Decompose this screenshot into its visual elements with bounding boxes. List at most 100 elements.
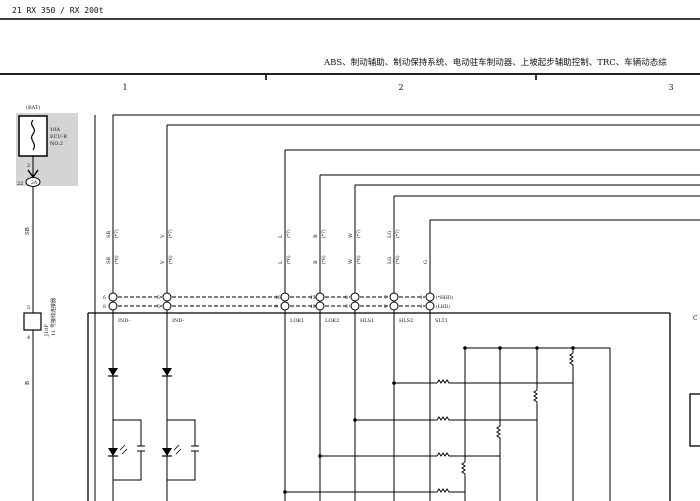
net-node-0: [392, 381, 396, 385]
fuse-pin-a: 2: [27, 163, 30, 169]
fuse-icon: [30, 119, 36, 151]
pin-num-a-1: 5: [157, 295, 160, 301]
junction-pin-bottom: 4: [27, 335, 30, 341]
connector-label-row2: (LHD): [436, 303, 450, 310]
terminal-label-4: HLS1: [360, 318, 374, 324]
pin-row2-4: [350, 301, 360, 311]
pin-num-b-4: 3: [345, 304, 348, 310]
zone-label-2: 2: [398, 83, 403, 92]
junction-name: 11 号接线连接器: [50, 298, 57, 336]
pin-num-b-1: 5: [157, 304, 160, 310]
wire-color-a-1: V: [160, 234, 166, 239]
pin-num-a-5: 7: [384, 295, 387, 301]
net-node-3: [283, 490, 287, 494]
wire-color-b-2: L: [278, 260, 284, 264]
terminal-label-2: LOK1: [290, 318, 304, 324]
wire-tag-a-4: (*7): [355, 229, 362, 238]
right-edge-label: C: [693, 315, 698, 322]
wire-color-b-3: B: [313, 260, 319, 264]
connector-label-row1: (*HHD): [436, 294, 453, 301]
wire-tag-b-4: (*6): [355, 255, 362, 264]
pin-row1-1: [162, 292, 172, 302]
diode-1: [162, 368, 172, 376]
wire-color-a-0: SB: [106, 231, 112, 238]
fuse-number: NO.2: [50, 141, 63, 147]
pin-num-b-2: 9: [275, 304, 278, 310]
pin-row1-6: [425, 292, 435, 302]
pin-row2-3: [315, 301, 325, 311]
fuse-pin-c: 2A: [31, 180, 38, 186]
led-1-rays: [173, 444, 182, 455]
pin-row1-2: [280, 292, 290, 302]
wire-tag-b-0: (*6): [113, 255, 120, 264]
wire-tag-a-5: (*7): [394, 229, 401, 238]
wire-tag-a-1: (*7): [167, 229, 174, 238]
wire-tag-b-3: (*6): [320, 255, 327, 264]
resistor-v-0: [461, 461, 466, 476]
pin-row1-0: [108, 292, 118, 302]
wire-color-b-5: LG: [387, 257, 393, 264]
wire-tag-a-0: (*7): [113, 229, 120, 238]
left-wire-color-bottom: B: [25, 381, 31, 385]
terminal-label-0: IND-: [118, 318, 130, 324]
wire-tag-b-1: (*6): [167, 255, 174, 264]
left-wire-color-top: SB: [25, 227, 31, 235]
wire-tag-b-5: (*6): [394, 255, 401, 264]
resistor-h-1: [436, 416, 451, 421]
pin-num-a-3: 15: [310, 295, 316, 301]
pin-row2-0: [108, 301, 118, 311]
capacitor-0: [113, 419, 145, 481]
led-0-rays: [119, 444, 128, 455]
fuse-name: ECU-B: [50, 134, 67, 140]
pin-num-b-5: 2: [384, 304, 387, 310]
fuse-amp: 10A: [50, 127, 60, 133]
terminal-label-6: SLT1: [435, 318, 448, 324]
terminal-label-1: IND-: [172, 318, 184, 324]
pin-row1-3: [315, 292, 325, 302]
wire-group: SB(*7)SB(*6)68IND-V(*7)V(*6)55IND-L(*7)L…: [94, 114, 700, 501]
model-header: 21 RX 350 / RX 200t: [12, 6, 104, 15]
zone-label-3: 3: [668, 83, 673, 92]
pin-row2-5: [389, 301, 399, 311]
junction-connector: [23, 312, 42, 331]
pin-row2-6: [425, 301, 435, 311]
resistor-h-0: [436, 379, 451, 384]
resistor-v-1: [496, 425, 501, 440]
net-node-2: [318, 454, 322, 458]
wire-color-b-4: W: [348, 258, 354, 264]
wire-color-b-6: G: [423, 260, 429, 264]
pin-row1-4: [350, 292, 360, 302]
pin-num-b-0: 8: [103, 304, 106, 310]
pin-num-a-6: 1: [420, 295, 423, 301]
pin-num-b-3: 10: [310, 304, 316, 310]
pin-num-a-4: 8: [345, 295, 348, 301]
net-node-1: [353, 418, 357, 422]
terminal-label-3: LOK2: [325, 318, 339, 324]
junction-code: J10P: [44, 324, 50, 337]
resistor-h-2: [436, 452, 451, 457]
pin-row2-1: [162, 301, 172, 311]
pin-num-a-2: 16: [275, 295, 281, 301]
led-0: [108, 448, 118, 456]
junction-pin-top: 5: [27, 305, 30, 311]
pin-row2-2: [280, 301, 290, 311]
wire-color-a-2: L: [278, 234, 284, 238]
wire-color-b-1: V: [160, 260, 166, 265]
terminal-label-5: HLS2: [399, 318, 413, 324]
wire-tag-a-2: (*7): [285, 229, 292, 238]
wire-color-a-3: B: [313, 234, 319, 238]
wire-color-a-5: LG: [387, 231, 393, 238]
fuse-bat-label: (BAT): [26, 104, 40, 111]
right-side-module: [689, 393, 700, 447]
wire-tag-b-2: (*6): [285, 255, 292, 264]
diode-0: [108, 368, 118, 376]
ecu-internal-circuit: [108, 346, 611, 501]
wire-color-b-0: SB: [106, 257, 112, 264]
resistor-v-3: [569, 352, 574, 367]
pin-row1-5: [389, 292, 399, 302]
resistor-v-2: [533, 389, 538, 404]
pin-num-a-0: 6: [103, 295, 106, 301]
diagram-title: ABS、制动辅助、制动保持系统、电动驻车制动器、上坡起步辅助控制、TRC、车辆动…: [324, 58, 667, 68]
